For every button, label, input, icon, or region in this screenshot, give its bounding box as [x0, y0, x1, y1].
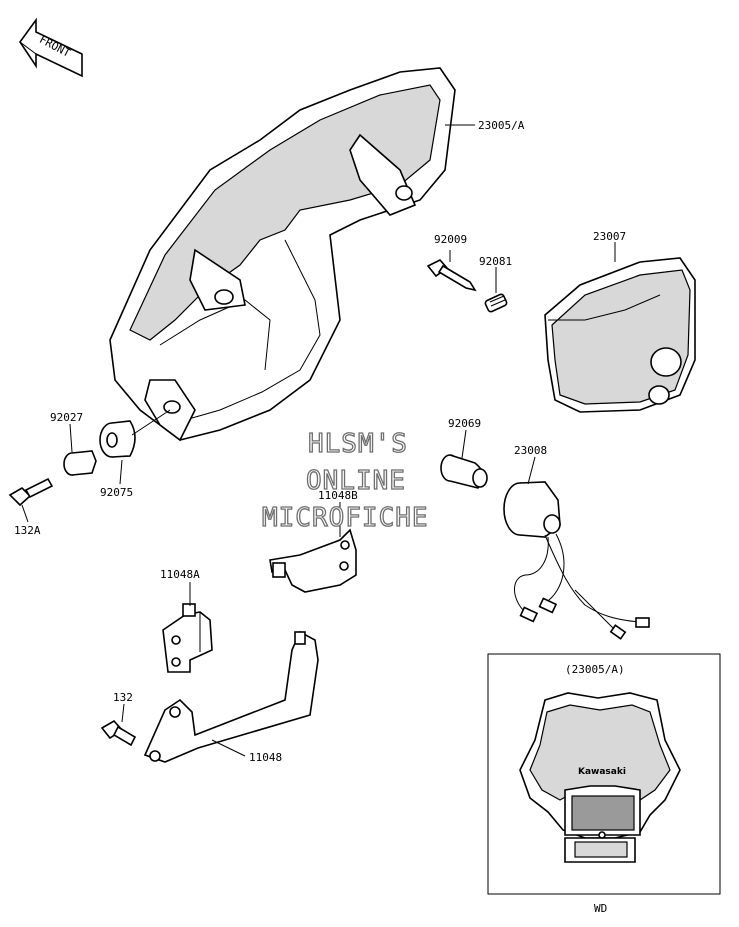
callout-11048b: 11048B [318, 489, 358, 502]
inset-caption: WD [594, 902, 607, 915]
headlight-lens-unit [544, 257, 696, 413]
watermark-line1: HLSM'S [308, 429, 408, 459]
bolt-stay-icon [100, 719, 137, 747]
bulb-icon [440, 454, 488, 489]
grommet-icon [99, 420, 136, 458]
watermark: HLSM'S ONLINE MICROFICHE [261, 428, 429, 533]
callout-132a: 132A [14, 524, 41, 537]
callout-132: 132 [113, 691, 133, 704]
callout-23007: 23007 [593, 230, 626, 243]
callout-23005a: 23005/A [478, 119, 525, 132]
socket-harness [503, 481, 650, 640]
callout-92081: 92081 [479, 255, 512, 268]
callout-92027: 92027 [50, 411, 83, 424]
inset-box: (23005/A) Kawasaki WD [487, 653, 721, 915]
collar-icon [63, 450, 97, 476]
headlight-fairing [109, 67, 456, 442]
watermark-line2: ONLINE [306, 466, 406, 496]
callout-23008: 23008 [514, 444, 547, 457]
inset-brand: Kawasaki [578, 767, 626, 777]
callout-92069: 92069 [448, 417, 481, 430]
callout-92075: 92075 [100, 486, 133, 499]
screw-icon [426, 259, 477, 292]
bracket-b [269, 528, 357, 593]
bracket-a [162, 603, 213, 673]
callout-11048a: 11048A [160, 568, 200, 581]
front-arrow-icon: FRONT [19, 17, 83, 78]
inset-fairing: Kawasaki [519, 692, 681, 863]
bolt-icon [8, 477, 54, 507]
spring-icon [484, 293, 508, 313]
watermark-line3: MICROFICHE [262, 503, 429, 533]
callout-11048: 11048 [249, 751, 282, 764]
callout-92009: 92009 [434, 233, 467, 246]
inset-title: (23005/A) [565, 663, 625, 676]
